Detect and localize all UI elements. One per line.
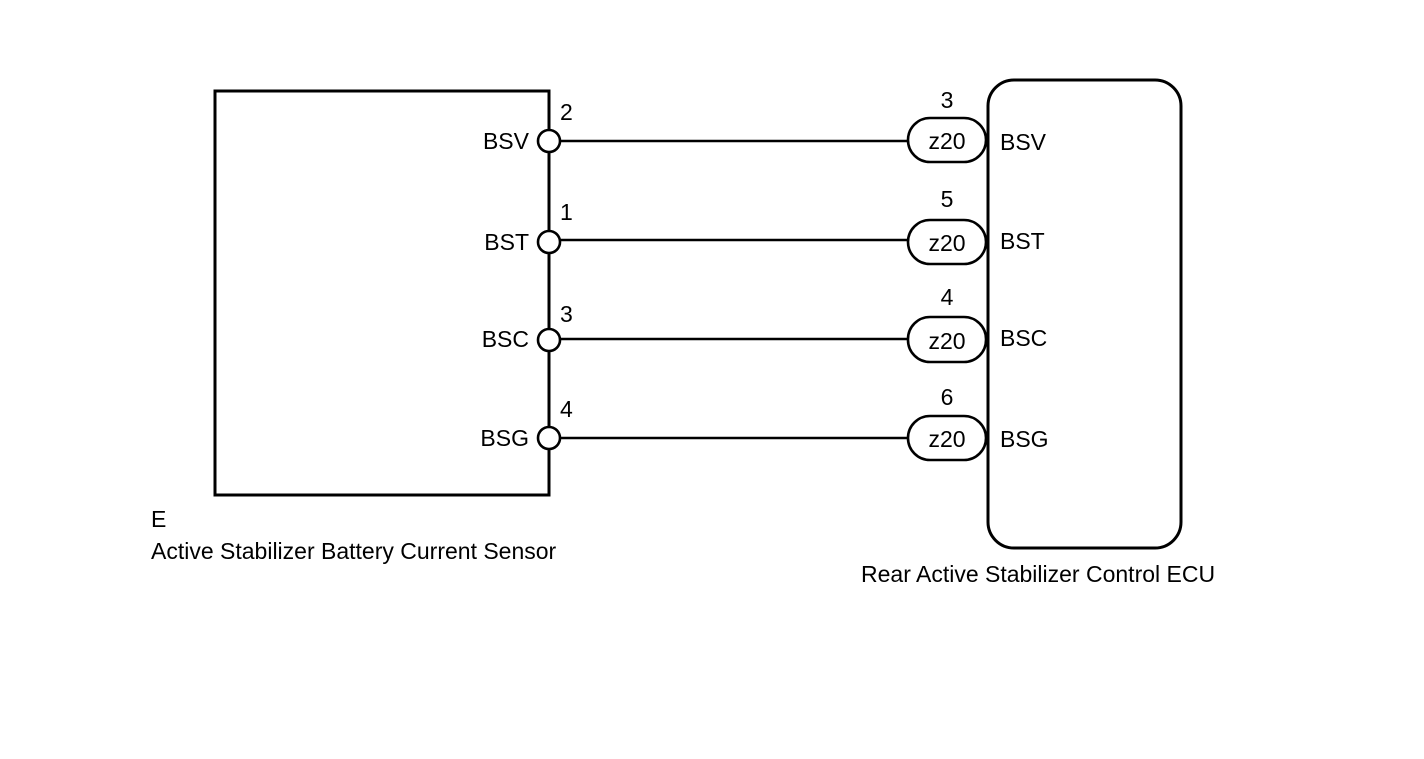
sensor-signal-label: BSV: [483, 128, 530, 154]
ecu-signal-label: BSV: [1000, 129, 1047, 155]
wire-row-bsc: z20 BSC 3 4 BSC: [482, 284, 1047, 364]
sensor-box: [213, 89, 551, 497]
ecu-pin-number: 3: [941, 87, 954, 113]
sensor-pin-terminal: [536, 128, 562, 154]
ecu-connector: [906, 218, 988, 266]
connector-label: z20: [928, 328, 965, 354]
connector-label: z20: [928, 128, 965, 154]
ecu-signal-label: BST: [1000, 228, 1045, 254]
connector-label: z20: [928, 230, 965, 256]
ecu-pin-number: 4: [941, 284, 954, 310]
wire-row-bst: z20 BST 1 5 BST: [484, 186, 1045, 266]
sensor-pin-number: 4: [560, 396, 573, 422]
sensor-name: Active Stabilizer Battery Current Sensor: [151, 538, 557, 564]
ecu-connector: [906, 116, 988, 164]
sensor-signal-label: BSG: [480, 425, 529, 451]
wire-row-bsv: z20 BSV 2 3 BSV: [483, 87, 1047, 164]
sensor-pin-terminal: [536, 425, 562, 451]
ecu-box: [986, 78, 1183, 550]
ecu-pin-number: 5: [941, 186, 954, 212]
sensor-pin-number: 1: [560, 199, 573, 225]
sensor-signal-label: BST: [484, 229, 529, 255]
ecu-signal-label: BSC: [1000, 325, 1047, 351]
wire-row-bsg: z20 BSG 4 6 BSG: [480, 384, 1049, 462]
sensor-pin-number: 2: [560, 99, 573, 125]
sensor-code: E: [151, 506, 166, 532]
sensor-pin-number: 3: [560, 301, 573, 327]
sensor-signal-label: BSC: [482, 326, 529, 352]
ecu-name: Rear Active Stabilizer Control ECU: [861, 561, 1215, 587]
ecu-connector: [906, 315, 988, 364]
ecu-signal-label: BSG: [1000, 426, 1049, 452]
sensor-pin-terminal: [536, 229, 562, 255]
ecu-pin-number: 6: [941, 384, 954, 410]
sensor-pin-terminal: [536, 327, 562, 353]
ecu-connector: [906, 414, 988, 462]
connector-label: z20: [928, 426, 965, 452]
